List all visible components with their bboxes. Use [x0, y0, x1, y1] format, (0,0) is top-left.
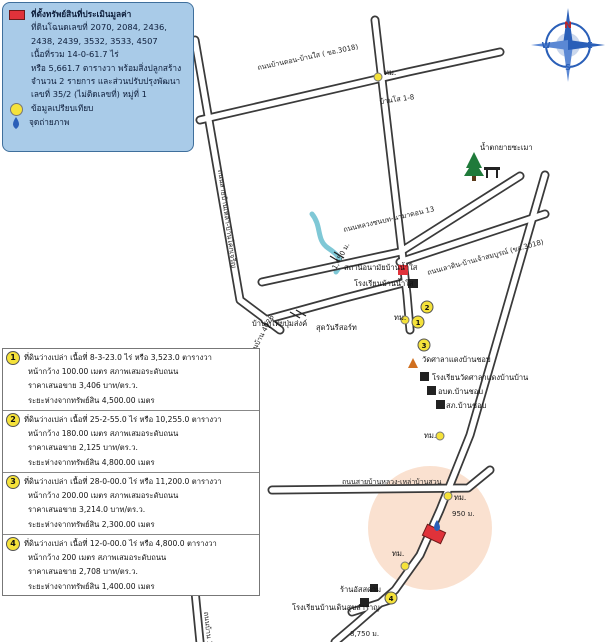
comparison-marker-3: 3: [417, 338, 431, 352]
temple-icon: [408, 358, 418, 368]
place-label: บ้านภูไทยปุ่มส่งค์: [252, 319, 307, 328]
comparison-number: 1: [6, 351, 20, 365]
comparison-item: 2 ที่ดินว่างเปล่า เนื้อที่ 25-2-55.0 ไร่ …: [3, 411, 259, 473]
comparison-line: หน้ากว้าง 200 เมตร สภาพเสมอระดับถนน: [28, 553, 167, 563]
legend-line: 2438, 2439, 3532, 3533, 4507: [31, 35, 158, 46]
comparison-item: 1 ที่ดินว่างเปล่า เนื้อที่ 8-3-23.0 ไร่ ห…: [3, 349, 259, 411]
comparison-line: ราคาเสนอขาย 2,708 บาท/ตร.ว.: [28, 567, 138, 577]
yellow-marker: [400, 561, 410, 571]
place-label: ทม.: [392, 549, 404, 558]
photo-point-icon: [13, 116, 19, 129]
school-icon: [408, 279, 418, 288]
legend-line: เนื้อที่รวม 14-0-61.7 ไร่: [31, 49, 119, 60]
compass-w: W: [542, 41, 551, 50]
place-label: อบต.บ้านชอบ: [438, 387, 483, 396]
comparison-marker-2: 2: [420, 300, 434, 314]
legend-photo-label: จุดถ่ายภาพ: [29, 116, 70, 127]
comparison-item: 4 ที่ดินว่างเปล่า เนื้อที่ 12-0-00.0 ไร่ …: [3, 535, 259, 596]
place-label: ร้านอัสสดาม: [340, 585, 381, 594]
bridge-icon: [329, 251, 345, 263]
comparison-line: ที่ดินว่างเปล่า เนื้อที่ 28-0-00.0 ไร่ ห…: [24, 477, 222, 486]
road-label-7: ถนนสายบ้านหลวง-เหล่าบ้านสวน: [342, 478, 442, 486]
yellow-marker: [435, 431, 445, 441]
school-icon: [360, 598, 369, 607]
comparison-marker-1: 1: [411, 315, 425, 329]
comparison-line: ราคาเสนอขาย 2,125 บาท/ตร.ว.: [28, 443, 138, 453]
place-label: ทม.: [384, 68, 396, 77]
place-label: โรงเรียนวัดศาลาแดงบ้านบ้าน: [432, 373, 528, 382]
distance-label-3: 8,750 ม.: [350, 630, 379, 638]
comparison-line: ระยะห่างจากทรัพย์สิน 2,300.00 เมตร: [28, 519, 155, 529]
comparison-line: ระยะห่างจากทรัพย์สิน 4,500.00 เมตร: [28, 395, 155, 405]
place-markers: ทม. น้ำตกยายซะเมา สถานีอนามัยบ้านน้ำใส โ…: [252, 68, 533, 612]
legend-comparison-row: ข้อมูลเปรียบเทียบ: [9, 102, 187, 116]
map-legend: ที่ตั้งทรัพย์สินที่ประเมินมูลค่า ที่ดินโ…: [2, 2, 194, 152]
comparison-item: 3 ที่ดินว่างเปล่า เนื้อที่ 28-0-00.0 ไร่ …: [3, 473, 259, 535]
photo-point-icon: [434, 520, 440, 531]
police-icon: [436, 400, 445, 409]
comparison-number: 3: [6, 475, 20, 489]
place-label: สุดวันรีสอร์ท: [316, 323, 357, 332]
comparison-line: ที่ดินว่างเปล่า เนื้อที่ 25-2-55.0 ไร่ ห…: [24, 415, 222, 424]
legend-comparison-label: ข้อมูลเปรียบเทียบ: [31, 102, 94, 113]
comparison-marker-number: 1: [416, 319, 421, 327]
legend-line: เลขที่ 35/2 (ไม่ติดเลขที่) หมู่ที่ 1: [31, 89, 147, 100]
comparison-markers: 1 2 3 4: [384, 300, 434, 605]
comparison-line: หน้ากว้าง 100.00 เมตร สภาพเสมอระดับถนน: [28, 367, 179, 377]
legend-line: จำนวน 2 รายการ และส่วนปรับปรุงพัฒนา: [31, 76, 181, 87]
comparison-line: ราคาเสนอขาย 3,214.0 บาท/ตร.ว.: [28, 505, 146, 515]
bridge-icon: [289, 309, 307, 319]
road-label-8: ถนนบ้าน 3: [202, 611, 213, 642]
comparison-line: ที่ดินว่างเปล่า เนื้อที่ 8-3-23.0 ไร่ หร…: [24, 353, 212, 362]
office-icon: [427, 386, 436, 395]
subject-swatch: [9, 10, 25, 20]
place-label: ทม.: [424, 431, 436, 440]
comparison-marker-number: 3: [422, 342, 427, 350]
place-label: วัดศาลาแดงบ้านชอบ: [422, 355, 491, 364]
legend-line: ที่ดินโฉนดเลขที่ 2070, 2084, 2436,: [31, 22, 167, 33]
comparison-number: 2: [6, 413, 20, 427]
school-icon: [420, 372, 429, 381]
road-label-3: ถนนสายบ้านเหล่า-บ้านโคกเจริญ: [216, 169, 239, 268]
comparison-swatch: [10, 102, 23, 116]
shop-icon: [370, 584, 378, 592]
place-label: ทม.: [454, 493, 466, 502]
place-label: สถานีอนามัยบ้านน้ำใส: [344, 262, 418, 272]
legend-photo-row: จุดถ่ายภาพ: [9, 116, 187, 129]
place-label: โรงเรียนบ้านน้ำใส: [354, 278, 414, 288]
comparison-line: ราคาเสนอขาย 3,406 บาท/ตร.ว.: [28, 381, 138, 391]
place-label: น้ำตกยายซะเมา: [480, 142, 533, 152]
comparison-line: หน้ากว้าง 200.00 เมตร สภาพเสมอระดับถนน: [28, 491, 179, 501]
comparison-marker-4: 4: [384, 591, 398, 605]
legend-title: ที่ตั้งทรัพย์สินที่ประเมินมูลค่า: [31, 9, 132, 19]
comparison-line: ระยะห่างจากทรัพย์สิน 1,400.00 เมตร: [28, 581, 155, 591]
comparison-line: ที่ดินว่างเปล่า เนื้อที่ 12-0-00.0 ไร่ ห…: [24, 539, 217, 548]
place-label: ทม.: [394, 313, 406, 322]
comparison-marker-number: 2: [425, 304, 430, 312]
place-label: โรงเรียนบ้านเดินสุขสำราญ: [292, 603, 380, 612]
place-label: สภ.บ้านชอบ: [446, 401, 487, 410]
waterfall-icon: [464, 152, 500, 181]
comparison-line: หน้ากว้าง 180.00 เมตร สภาพเสมอระดับถนน: [28, 429, 179, 439]
compass-n: N: [564, 21, 572, 31]
road-label-4: ถนนหลวงชนบท-นามาดอน 13: [343, 205, 436, 234]
road-label-1: ถนนบ้านดอน-บ้านใส ( ขอ.3018): [257, 42, 360, 72]
comparison-line: ระยะห่างจากทรัพย์สิน 4,800.00 เมตร: [28, 457, 155, 467]
yellow-marker: [400, 315, 410, 325]
comparison-marker-number: 4: [389, 595, 394, 603]
legend-subject-row: ที่ตั้งทรัพย์สินที่ประเมินมูลค่า: [9, 8, 187, 21]
yellow-marker: [373, 72, 383, 82]
compass-e: E: [587, 41, 592, 50]
comparison-number: 4: [6, 537, 20, 551]
distance-label-2: 950 ม.: [452, 510, 474, 518]
comparison-panel: 1 ที่ดินว่างเปล่า เนื้อที่ 8-3-23.0 ไร่ ห…: [2, 348, 260, 596]
health-station-icon: [398, 265, 408, 275]
yellow-marker: [443, 491, 453, 501]
compass-s: S: [565, 63, 571, 72]
legend-line: หรือ 5,661.7 ตารางวา พร้อมสิ่งปลูกสร้าง: [31, 62, 182, 73]
compass-rose: N S E W: [531, 8, 605, 82]
